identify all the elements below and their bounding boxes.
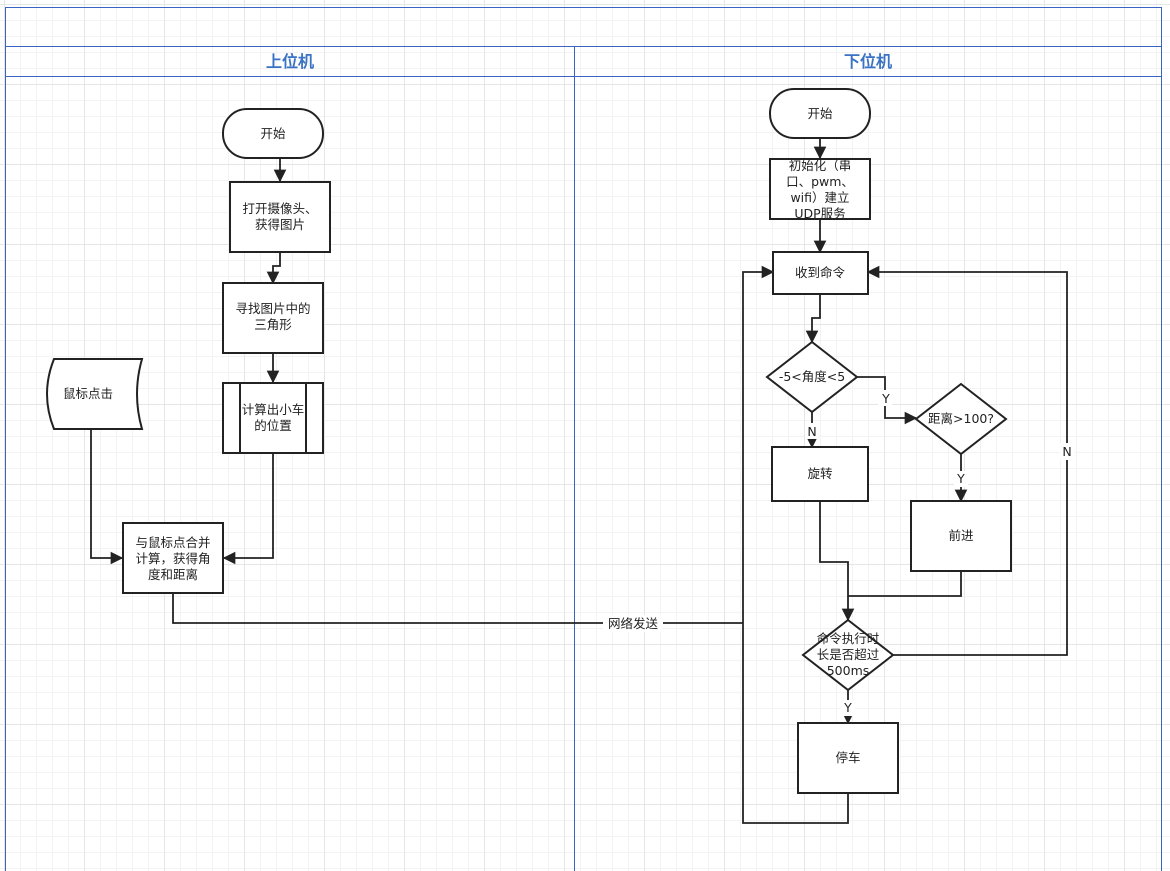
find-triangle-line: 寻找图片中的 — [235, 301, 310, 316]
calc-position-line: 计算出小车 — [242, 402, 305, 417]
node-mouse-click-text: 鼠标点击 — [63, 386, 113, 401]
node-start-right[interactable]: 开始 — [769, 88, 871, 139]
edge-loop-to-receive — [742, 265, 775, 623]
node-angle-check[interactable]: -5<角度<5 — [765, 340, 859, 414]
node-find-triangle-text: 寻找图片中的三角形 — [235, 301, 310, 332]
node-calc-position[interactable]: 计算出小车的位置 — [222, 382, 324, 454]
angle-no-label: N — [807, 424, 816, 439]
node-start-left[interactable]: 开始 — [222, 108, 324, 159]
mouse-click-line: 鼠标点击 — [63, 386, 113, 401]
edge-camera-to-find — [266, 252, 281, 285]
open-camera-line: 获得图片 — [255, 217, 305, 232]
find-triangle-line: 三角形 — [254, 317, 292, 332]
node-distance-check[interactable]: 距离>100? — [914, 382, 1008, 456]
swimlane-frame — [5, 7, 1162, 871]
node-mouse-click[interactable]: 鼠标点击 — [46, 358, 144, 430]
receive-cmd-line: 收到命令 — [795, 265, 846, 280]
distance-yes-label: Y — [956, 471, 965, 486]
edge-click-to-merge — [90, 430, 124, 565]
init-line: UDP服务 — [794, 206, 845, 221]
node-forward[interactable]: 前进 — [910, 500, 1012, 572]
timeout-no-label: N — [1062, 444, 1071, 459]
node-merge-calc-text: 与鼠标点合并计算，获得角度和距离 — [135, 535, 210, 582]
node-start-left-text: 开始 — [260, 126, 286, 141]
start-right-line: 开始 — [807, 106, 833, 121]
edge-calc-to-merge — [222, 453, 274, 565]
timeout-check-line: 500ms — [827, 663, 870, 678]
node-open-camera[interactable]: 打开摄像头、获得图片 — [229, 181, 331, 253]
node-merge-calc[interactable]: 与鼠标点合并计算，获得角度和距离 — [122, 522, 224, 594]
edge-stop-to-loop — [742, 623, 849, 824]
calc-position-line: 的位置 — [254, 418, 292, 433]
network-send-label: 网络发送 — [608, 616, 659, 631]
edge-receive-to-angle — [805, 294, 821, 344]
node-angle-check-text: -5<角度<5 — [779, 369, 845, 384]
timeout-check-line: 命令执行时 — [817, 631, 880, 646]
node-rotate-text: 旋转 — [807, 466, 832, 481]
edge-network-send — [172, 593, 743, 624]
edges — [90, 138, 1068, 824]
angle-yes-label: Y — [881, 391, 890, 406]
rotate-line: 旋转 — [807, 466, 832, 481]
node-receive-command[interactable]: 收到命令 — [772, 251, 869, 295]
stop-line: 停车 — [835, 750, 860, 765]
merge-calc-line: 度和距离 — [148, 567, 198, 582]
start-left-line: 开始 — [260, 126, 286, 141]
lane-title-right: 下位机 — [844, 52, 892, 71]
node-distance-check-text: 距离>100? — [928, 411, 994, 426]
forward-line: 前进 — [948, 528, 974, 543]
timeout-yes-label: Y — [843, 700, 852, 715]
init-line: 口、pwm、 — [786, 174, 854, 189]
node-open-camera-text: 打开摄像头、获得图片 — [242, 201, 317, 232]
lane-title-left: 上位机 — [266, 52, 314, 71]
edge-rotate-to-timeout — [819, 501, 855, 622]
merge-calc-line: 与鼠标点合并 — [135, 535, 210, 550]
edge-forward-to-timeout — [848, 571, 962, 597]
open-camera-line: 打开摄像头、 — [242, 201, 317, 216]
angle-check-line: -5<角度<5 — [779, 369, 845, 384]
distance-check-line: 距离>100? — [928, 411, 994, 426]
edge-labels: 网络发送 Y N Y N Y — [603, 390, 1074, 716]
node-receive-command-text: 收到命令 — [795, 265, 846, 280]
edge-timeout-no-to-receive — [866, 265, 1068, 656]
node-start-right-text: 开始 — [807, 106, 833, 121]
node-find-triangle[interactable]: 寻找图片中的三角形 — [222, 282, 324, 354]
init-line: 初始化（串 — [789, 158, 852, 173]
node-forward-text: 前进 — [948, 528, 974, 543]
node-stop-text: 停车 — [835, 750, 860, 765]
timeout-check-line: 长是否超过 — [817, 647, 880, 662]
init-line: wifi）建立 — [790, 190, 849, 205]
node-stop[interactable]: 停车 — [797, 722, 899, 794]
node-calc-position-text: 计算出小车的位置 — [242, 402, 305, 433]
merge-calc-line: 计算，获得角 — [135, 551, 210, 566]
node-rotate[interactable]: 旋转 — [771, 446, 869, 502]
